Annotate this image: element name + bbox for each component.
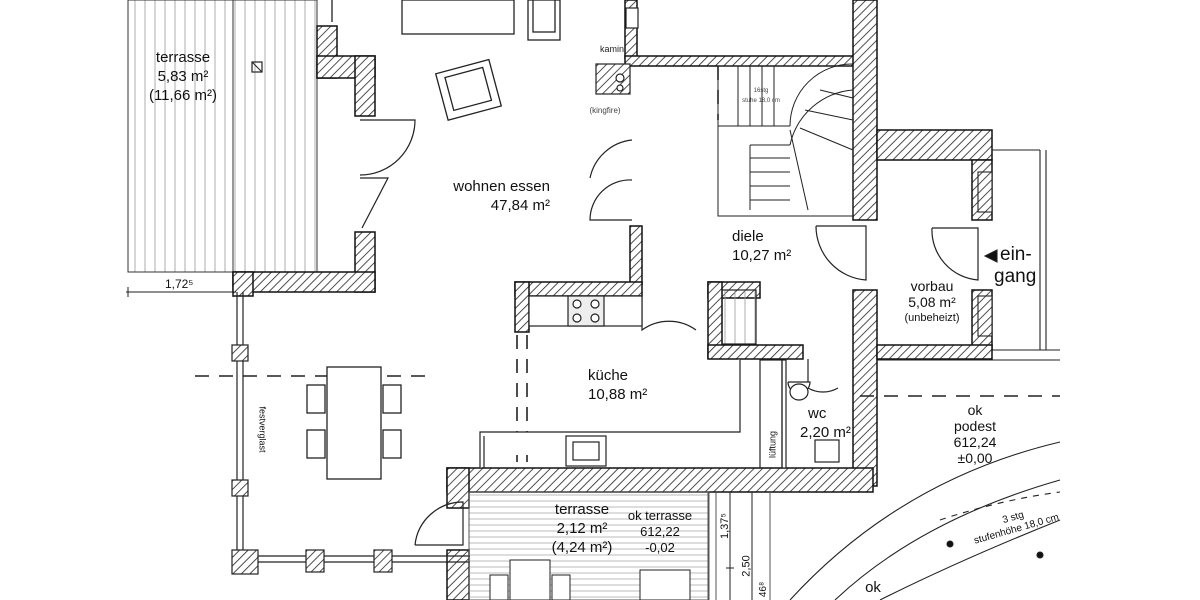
wc-fixtures — [759, 359, 840, 469]
dimension-1: 1,72⁵ — [165, 277, 194, 291]
eingang-line-1: ein- — [1000, 244, 1032, 265]
room-area: 2,12 m² — [556, 520, 608, 537]
level-podest-line-1: ok — [967, 402, 983, 418]
conservatory-frame — [231, 292, 470, 575]
room-kueche: küche 10,88 m² — [588, 366, 668, 404]
label-lueftung: lüftung — [767, 430, 778, 459]
label-kamin: kamin — [599, 44, 624, 54]
level-podest-delta: ±0,00 — [957, 450, 993, 466]
fireplace — [595, 7, 639, 95]
room-area: 10,88 m² — [588, 386, 648, 403]
living-furniture — [331, 0, 561, 121]
kitchen-units — [479, 289, 757, 468]
dimension-lines — [126, 287, 753, 600]
room-area: 2,20 m² — [800, 424, 851, 441]
room-name: terrasse — [155, 49, 211, 66]
room-area-alt: (11,66 m²) — [148, 87, 218, 104]
room-note: (unbeheizt) — [904, 312, 960, 324]
level-bottom-ok: ok — [865, 579, 881, 596]
room-area: 10,27 m² — [732, 247, 792, 264]
outdoor-steps — [789, 441, 1061, 600]
room-name: vorbau — [910, 278, 954, 294]
dimension-3: 2,50 — [740, 555, 753, 577]
walls — [232, 0, 993, 600]
room-name: küche — [588, 367, 629, 384]
level-podest-value: 612,24 — [953, 434, 997, 450]
room-terrasse-south: terrasse 2,12 m² (4,24 m²) — [542, 500, 622, 557]
level-podest-line-2: podest — [953, 418, 997, 434]
room-name: terrasse — [554, 501, 610, 518]
stair-note-line-2: stuhe 18,0 cm — [742, 98, 780, 104]
dining-table — [306, 366, 402, 480]
terrace-south-decking — [468, 491, 771, 600]
eingang-line-2: gang — [994, 266, 1037, 287]
room-wohnen-essen: wohnen essen 47,84 m² — [425, 177, 550, 215]
room-diele: diele 10,27 m² — [732, 227, 812, 265]
room-area: 5,83 m² — [157, 68, 209, 85]
stair-note-line-1: 16stg — [753, 88, 769, 94]
room-area-alt: (4,24 m²) — [551, 539, 613, 556]
level-terrasse-value: 612,22 — [640, 524, 680, 539]
label-eingang: ein- gang — [994, 244, 1054, 288]
staircase — [717, 63, 854, 217]
room-name: wc — [808, 405, 827, 422]
room-terrasse-nw: terrasse 5,83 m² (11,66 m²) — [138, 48, 228, 105]
doors — [359, 119, 979, 546]
dimension-4: 46⁸ — [758, 581, 770, 598]
label-kingfire: (kingfire) — [589, 106, 621, 115]
label-festverglast: festverglast — [257, 406, 268, 453]
stair-note: 16stg stuhe 18,0 cm — [736, 86, 786, 106]
level-terrasse-delta: -0,02 — [645, 540, 675, 555]
room-name: diele — [732, 228, 764, 245]
room-area: 5,08 m² — [908, 294, 956, 310]
room-wc: wc 2,20 m² — [800, 404, 870, 442]
level-podest: ok podest 612,24 ±0,00 — [930, 402, 1020, 466]
level-terrasse: ok terrasse 612,22 -0,02 — [620, 508, 700, 556]
room-name: wohnen essen — [453, 178, 550, 195]
room-vorbau: vorbau 5,08 m² (unbeheizt) — [892, 278, 972, 326]
entrance-vestibule — [877, 149, 1060, 361]
room-area: 47,84 m² — [490, 197, 550, 214]
terrace-northwest-decking — [127, 0, 318, 273]
level-terrasse-title: ok terrasse — [627, 508, 693, 523]
dimension-2: 1,37⁵ — [718, 513, 731, 539]
